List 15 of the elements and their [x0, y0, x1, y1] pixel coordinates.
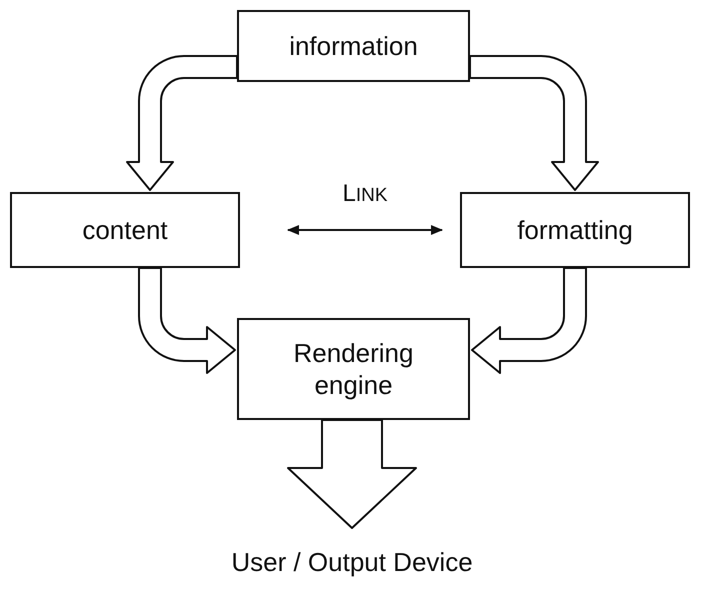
block-arrow — [287, 419, 417, 529]
box-label: Rendering engine — [292, 336, 414, 402]
block-arrow — [471, 267, 587, 374]
box-label: information — [289, 30, 418, 62]
block-arrow — [469, 55, 599, 191]
block-arrow — [138, 267, 236, 374]
box-label: content — [82, 214, 168, 246]
output-label: User / Output Device — [200, 540, 504, 584]
box-label: formatting — [517, 214, 633, 246]
process-box — [237, 318, 470, 420]
arrow — [287, 225, 443, 235]
process-box — [460, 192, 690, 268]
block-arrow — [126, 55, 238, 191]
process-box — [10, 192, 240, 268]
process-box — [237, 10, 470, 82]
